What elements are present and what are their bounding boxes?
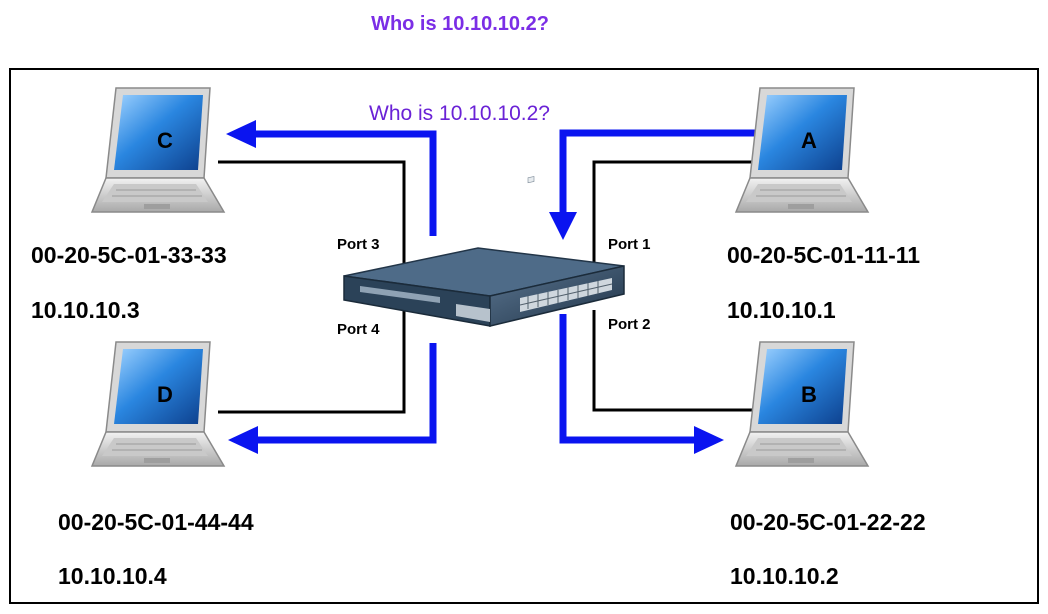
arrow-from-a <box>559 129 756 218</box>
arrow-to-d-head <box>228 426 258 454</box>
host-a-ip: 10.10.10.1 <box>727 297 836 323</box>
arrow-to-b-head <box>694 426 724 454</box>
port-3-label: Port 3 <box>337 236 380 253</box>
laptop-d-letter: D <box>157 382 173 407</box>
arrow-to-b <box>559 314 700 444</box>
host-d-mac: 00-20-5C-01-44-44 <box>58 509 254 535</box>
host-b-ip: 10.10.10.2 <box>730 563 839 589</box>
arrow-from-a-head <box>549 212 577 240</box>
port-4-label: Port 4 <box>337 321 380 338</box>
wire-a <box>592 160 782 270</box>
laptop-a-letter: A <box>801 128 817 153</box>
laptop-b: B <box>735 341 869 467</box>
laptop-d: D <box>91 341 225 467</box>
host-a-mac: 00-20-5C-01-11-11 <box>727 242 920 268</box>
arrow-to-c-head <box>226 120 256 148</box>
diagram-caption: Who is 10.10.10.2? <box>371 13 549 35</box>
laptop-a: A <box>735 87 869 213</box>
laptop-c: C <box>91 87 225 213</box>
host-b-mac: 00-20-5C-01-22-22 <box>730 509 926 535</box>
laptop-b-letter: B <box>801 382 817 407</box>
port-1-label: Port 1 <box>608 236 651 253</box>
host-d-ip: 10.10.10.4 <box>58 563 167 589</box>
wire-c <box>218 160 406 270</box>
laptop-c-letter: C <box>157 128 173 153</box>
port-2-label: Port 2 <box>608 316 651 333</box>
wire-d <box>218 310 406 414</box>
broadcast-label: Who is 10.10.10.2? <box>369 102 550 125</box>
network-switch <box>343 176 625 327</box>
host-c-ip: 10.10.10.3 <box>31 297 140 323</box>
arrow-to-c <box>250 130 437 236</box>
wire-b <box>592 310 782 412</box>
host-c-mac: 00-20-5C-01-33-33 <box>31 242 227 268</box>
arrow-to-d <box>252 343 437 444</box>
diagram-frame <box>9 68 1039 604</box>
